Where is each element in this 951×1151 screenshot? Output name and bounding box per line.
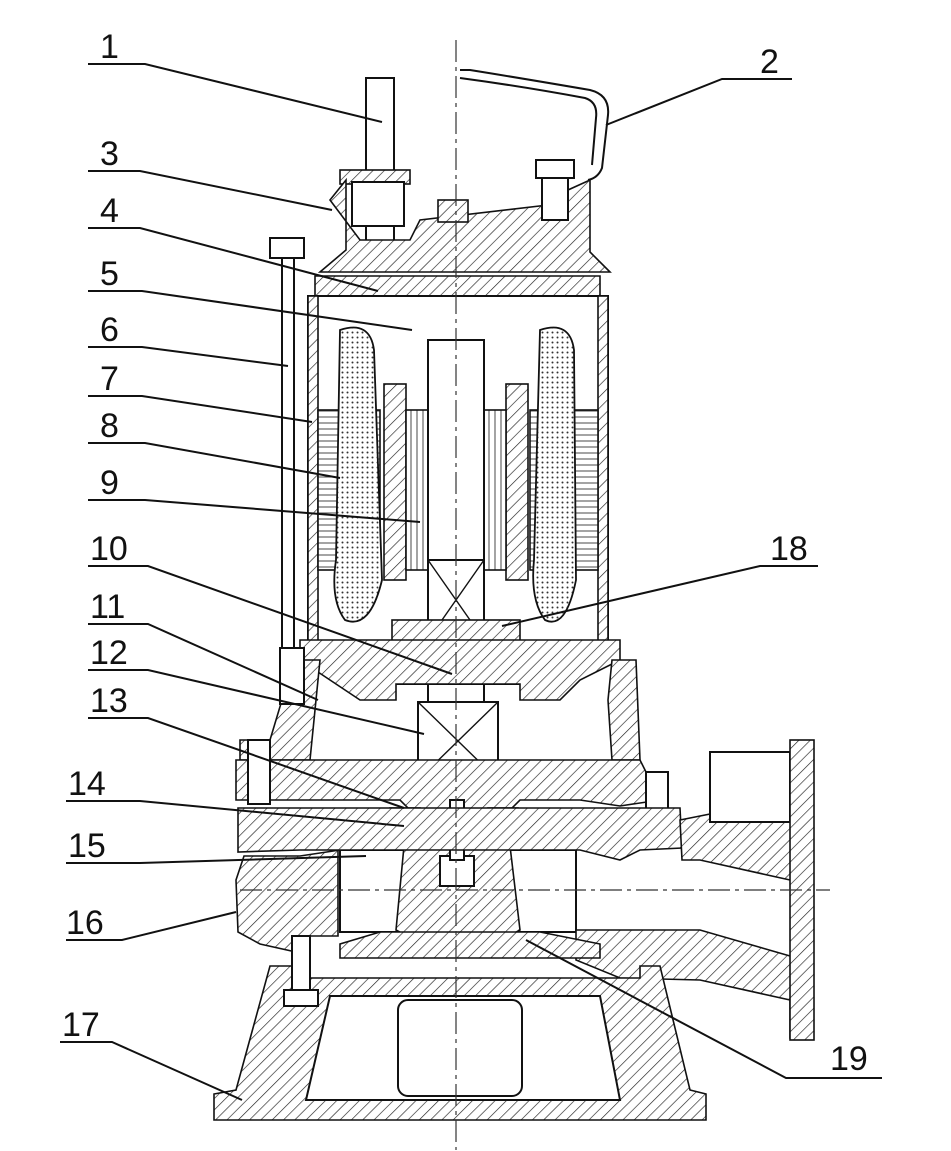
leader-9 xyxy=(88,499,421,523)
leader-5 xyxy=(88,290,413,331)
callout-9: 9 xyxy=(100,464,119,502)
base-pillar xyxy=(397,999,523,1097)
callout-8: 8 xyxy=(100,407,119,445)
callout-16: 16 xyxy=(66,904,104,942)
wear-ring xyxy=(339,931,601,959)
leader-lines xyxy=(60,63,882,1101)
pump-assembly xyxy=(213,40,830,1150)
callout-19: 19 xyxy=(830,1040,868,1078)
winding-left xyxy=(333,326,383,623)
tie-rod-nut xyxy=(269,237,305,259)
callout-3: 3 xyxy=(100,135,119,173)
callout-2: 2 xyxy=(760,43,779,81)
rotor-right-end xyxy=(505,383,529,581)
base-bolt-nut xyxy=(283,989,319,1007)
leader-14 xyxy=(66,800,405,827)
top-cover xyxy=(317,177,612,273)
cable-entry xyxy=(365,77,395,259)
callout-11: 11 xyxy=(90,588,125,626)
callout-12: 12 xyxy=(90,634,128,672)
leader-11 xyxy=(88,623,319,701)
callout-18: 18 xyxy=(770,530,808,568)
top-bolt-head xyxy=(535,159,575,179)
callout-14: 14 xyxy=(68,765,106,803)
side-bolt-left xyxy=(247,739,271,805)
oil-chamber-wall-right xyxy=(607,659,641,761)
winding-right xyxy=(532,326,577,623)
leader-13 xyxy=(88,717,405,809)
leader-10 xyxy=(88,565,453,675)
leader-17 xyxy=(60,1041,243,1101)
callout-5: 5 xyxy=(100,255,119,293)
callout-13: 13 xyxy=(90,682,128,720)
pump-casing xyxy=(235,807,683,953)
outlet-flange-top xyxy=(709,751,791,823)
leader-12 xyxy=(88,669,425,735)
leader-3 xyxy=(88,170,333,211)
leader-1 xyxy=(88,63,383,123)
oil-chamber-bolt xyxy=(279,647,305,705)
leader-15 xyxy=(66,855,367,864)
top-plug xyxy=(437,199,469,223)
handle-inner xyxy=(459,77,598,166)
callout-17: 17 xyxy=(62,1006,100,1044)
callout-6: 6 xyxy=(100,311,119,349)
rotor-left-end xyxy=(383,383,407,581)
callout-1: 1 xyxy=(100,28,119,66)
leader-16 xyxy=(66,911,237,941)
handle xyxy=(460,69,610,181)
motor-housing-right-wall xyxy=(597,295,609,643)
tie-rod xyxy=(281,251,295,673)
leader-19 xyxy=(525,939,882,1079)
leader-6 xyxy=(88,346,289,367)
callout-7: 7 xyxy=(100,360,119,398)
callout-4: 4 xyxy=(100,192,119,230)
leader-4 xyxy=(88,227,379,292)
motor-housing-left-wall xyxy=(307,295,319,643)
callout-15: 15 xyxy=(68,827,106,865)
leader-8 xyxy=(88,442,341,479)
leader-7 xyxy=(88,395,313,423)
leader-2 xyxy=(605,78,792,126)
cable-gland-nut xyxy=(351,181,405,227)
callout-numbers: 1 2 3 4 5 6 7 8 9 10 11 12 13 14 15 16 1… xyxy=(62,28,868,1078)
callout-10: 10 xyxy=(90,530,128,568)
leader-18 xyxy=(501,565,818,627)
